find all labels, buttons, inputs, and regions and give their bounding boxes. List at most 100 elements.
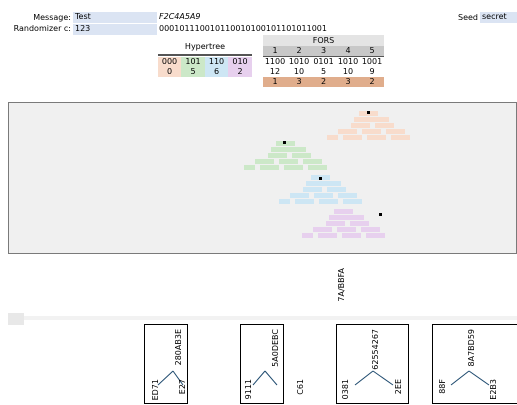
hypertree-node <box>319 175 330 180</box>
hypertree-node <box>343 135 354 140</box>
hypertree-table: Hypertree 000 101 110 010 0 5 6 2 <box>158 40 252 77</box>
fors-index-cell: 2 <box>311 77 336 87</box>
hypertree-node <box>369 227 380 232</box>
hypertree-node <box>391 135 402 140</box>
tree-left-hash: 88F <box>438 379 447 394</box>
fors-value-cell: 10 <box>342 67 354 76</box>
hypertree-node <box>322 193 333 198</box>
fors-header-row: 1 2 3 4 5 <box>263 46 384 56</box>
hypertree-node <box>343 199 354 204</box>
hypertree-node <box>279 199 290 204</box>
tree-right-hash: C61 <box>296 379 305 395</box>
hypertree-node <box>287 159 298 164</box>
hypertree-node <box>335 187 346 192</box>
hypertree-bits-cell: 000 <box>158 57 181 67</box>
hypertree-node <box>308 165 319 170</box>
hypertree-node <box>314 193 325 198</box>
hypertree-visualization <box>8 102 517 254</box>
hypertree-node <box>287 147 298 152</box>
hypertree-node <box>359 111 370 116</box>
scroll-track[interactable] <box>24 316 517 320</box>
hypertree-node <box>279 159 290 164</box>
hypertree-node <box>321 227 332 232</box>
hypertree-node <box>319 199 330 204</box>
hypertree-node <box>311 159 322 164</box>
hypertree-node <box>351 199 362 204</box>
signature-label-wrap: 7A/BBFA <box>337 268 347 312</box>
hypertree-node <box>276 153 287 158</box>
hash-bits: 000101110010110010100101101011001 <box>159 24 327 33</box>
hypertree-node <box>306 181 317 186</box>
hypertree-node <box>326 233 337 238</box>
hypertree-node <box>298 193 309 198</box>
hypertree-bits-cell: 010 <box>228 57 252 67</box>
hypertree-node <box>329 215 340 220</box>
hypertree-bits-cell: 101 <box>181 57 205 67</box>
hypertree-node <box>362 129 373 134</box>
hypertree-node <box>370 117 381 122</box>
fors-header-cell: 1 <box>263 46 287 56</box>
hypertree-node <box>327 135 338 140</box>
fors-index-cell: 3 <box>336 77 360 87</box>
hypertree-node <box>370 129 381 134</box>
message-input[interactable]: Test <box>73 12 157 23</box>
selected-node-marker <box>379 213 382 216</box>
hypertree-value-cell: 2 <box>228 67 252 77</box>
fors-bits-cell: 0101 <box>313 57 334 66</box>
selected-node-marker <box>283 141 286 144</box>
hypertree-node <box>255 159 266 164</box>
hypertree-node <box>345 215 356 220</box>
hypertree-node <box>334 209 345 214</box>
hypertree-node <box>342 209 353 214</box>
fors-value-cell: 10 <box>293 67 305 76</box>
hypertree-node <box>386 129 397 134</box>
hypertree-node <box>345 227 356 232</box>
hypertree-node <box>292 153 303 158</box>
hypertree-node <box>383 123 394 128</box>
fors-bits-cell: 1010 <box>288 57 310 66</box>
fors-table: FORS 1 2 3 4 5 1100 1010 0101 1010 1001 … <box>263 35 384 87</box>
hypertree-node <box>276 141 287 146</box>
scroll-left-button[interactable] <box>8 313 24 325</box>
hypertree-node <box>367 135 378 140</box>
hypertree-node <box>359 123 370 128</box>
hypertree-node <box>346 129 357 134</box>
hypertree-node <box>268 165 279 170</box>
fors-bits-row: 1100 1010 0101 1010 1001 <box>263 57 384 67</box>
hypertree-node <box>366 233 377 238</box>
selected-node-marker <box>367 111 370 114</box>
hypertree-node <box>314 181 325 186</box>
hypertree-node <box>378 117 389 122</box>
fors-divider <box>263 56 384 57</box>
hypertree-value-cell: 0 <box>158 67 181 77</box>
hypertree-node <box>290 193 301 198</box>
seed-label: Seed <box>458 13 478 22</box>
fors-tree-box: 62554267 0381 2EE <box>336 324 409 404</box>
hypertree-node <box>367 111 378 116</box>
fors-value-cell: 9 <box>369 67 375 76</box>
fors-bits-cell: 1001 <box>361 57 383 66</box>
hypertree-node <box>303 159 314 164</box>
seed-input[interactable]: secret <box>480 12 517 23</box>
hypertree-node <box>375 123 386 128</box>
hypertree-node <box>337 227 348 232</box>
fors-tree-box: 5A0DEBC 9111 C61 <box>240 324 305 404</box>
fors-header-cell: 3 <box>311 46 336 56</box>
hypertree-node <box>279 147 290 152</box>
hypertree-node <box>303 199 314 204</box>
hypertree-node <box>338 129 349 134</box>
tree-root-hash: 8A7BD59 <box>467 329 476 367</box>
hypertree-node <box>350 233 361 238</box>
hypertree-node <box>350 221 361 226</box>
fors-header-cell: 4 <box>336 46 360 56</box>
fors-bits-cell: 1100 <box>264 57 286 66</box>
hypertree-node <box>327 187 338 192</box>
hash-hex: F2C4A5A9 <box>159 12 201 21</box>
fors-tree-box: 8A7BD59 88F E2B3 <box>432 324 517 404</box>
hypertree-node <box>260 165 271 170</box>
hypertree-node <box>399 135 410 140</box>
hypertree-node <box>342 233 353 238</box>
randomizer-input[interactable]: 123 <box>73 24 157 35</box>
hypertree-node <box>244 165 255 170</box>
hypertree-node <box>322 181 333 186</box>
